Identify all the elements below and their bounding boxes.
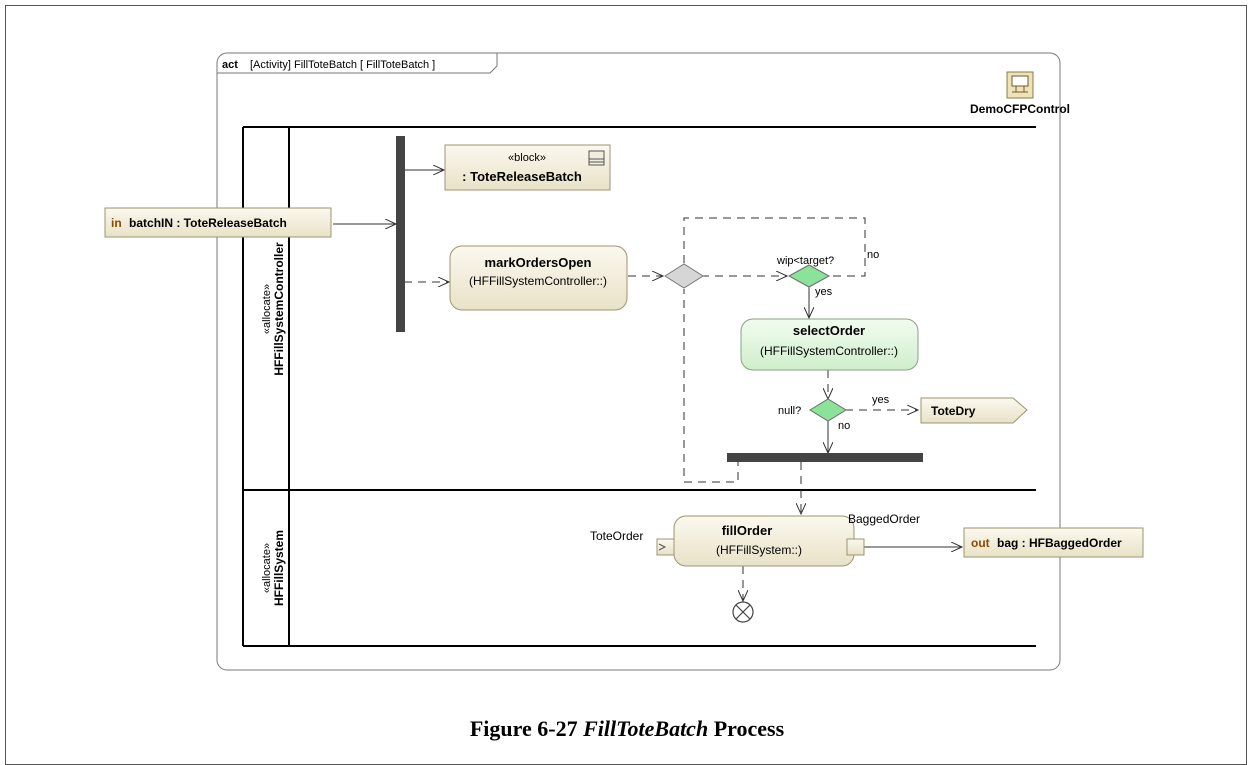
figure: act [Activity] FillToteBatch [ FillToteB… bbox=[0, 5, 1254, 765]
wip-decision-node[interactable] bbox=[787, 264, 831, 288]
mark-orders-open-owner: (HFFillSystemController::) bbox=[469, 274, 607, 288]
tote-order-pin[interactable] bbox=[656, 538, 675, 556]
tote-release-batch-node[interactable]: «block» : ToteReleaseBatch bbox=[444, 144, 611, 191]
diagram-frame: act [Activity] FillToteBatch [ FillToteB… bbox=[216, 52, 1061, 671]
select-order-name: selectOrder bbox=[793, 323, 865, 338]
mark-orders-open-action[interactable]: markOrdersOpen (HFFillSystemController::… bbox=[449, 245, 628, 311]
yes-guard-2: yes bbox=[872, 394, 890, 406]
block-compartment-icon bbox=[588, 150, 605, 166]
input-pin-batch-in[interactable]: in batchIN : ToteReleaseBatch bbox=[104, 207, 332, 238]
caption-italic: FillToteBatch bbox=[583, 716, 709, 741]
yes-guard-1: yes bbox=[815, 286, 833, 298]
partition-1-name: HFFillSystemController bbox=[272, 242, 286, 376]
join-bar bbox=[727, 453, 923, 462]
flow-final-node[interactable] bbox=[732, 601, 754, 623]
partition-2-stereotype: «allocate» bbox=[261, 543, 273, 593]
partition-2-name: HFFillSystem bbox=[272, 530, 286, 606]
fill-order-action[interactable]: fillOrder (HFFillSystem::) bbox=[673, 515, 855, 567]
tote-dry-signal[interactable]: ToteDry bbox=[920, 397, 1028, 424]
null-guard: null? bbox=[778, 405, 801, 417]
no-guard-2: no bbox=[838, 420, 850, 432]
tote-dry-label: ToteDry bbox=[931, 404, 976, 418]
fill-order-owner: (HFFillSystem::) bbox=[716, 543, 802, 557]
bag-out-label: bag : HFBaggedOrder bbox=[997, 536, 1122, 550]
caption-prefix: Figure 6-27 bbox=[469, 716, 584, 741]
in-keyword: in bbox=[111, 216, 122, 230]
block-name: : ToteReleaseBatch bbox=[462, 169, 582, 184]
svg-text:in batchIN : ToteRelea: in batchIN : ToteReleaseBatch bbox=[111, 216, 287, 230]
frame-keyword: act bbox=[222, 59, 238, 71]
fork-bar bbox=[396, 136, 405, 332]
block-stereotype: «block» bbox=[508, 152, 546, 164]
context-label: DemoCFPControl bbox=[970, 102, 1070, 116]
partition-1-stereotype: «allocate» bbox=[261, 284, 273, 334]
select-order-owner: (HFFillSystemController::) bbox=[760, 344, 898, 358]
null-decision-node[interactable] bbox=[809, 398, 847, 422]
batch-in-label: batchIN : ToteReleaseBatch bbox=[129, 216, 287, 230]
no-guard-1: no bbox=[867, 249, 879, 261]
select-order-action[interactable]: selectOrder (HFFillSystemController::) bbox=[740, 318, 919, 371]
svg-text:out bag : HFBaggedOrde: out bag : HFBaggedOrder bbox=[971, 536, 1122, 550]
caption-suffix: Process bbox=[708, 716, 785, 741]
swimlanes: «allocate» HFFillSystemController «alloc… bbox=[242, 126, 1036, 647]
fill-order-name: fillOrder bbox=[722, 523, 773, 538]
tote-order-label: ToteOrder bbox=[590, 529, 643, 543]
bagged-order-pin[interactable] bbox=[846, 538, 865, 556]
out-keyword: out bbox=[971, 536, 990, 550]
edges bbox=[333, 170, 962, 601]
figure-caption: Figure 6-27 FillToteBatch Process bbox=[0, 716, 1254, 742]
output-pin-bag[interactable]: out bag : HFBaggedOrder bbox=[963, 527, 1144, 558]
bagged-order-label: BaggedOrder bbox=[848, 512, 920, 526]
block-icon bbox=[1006, 71, 1034, 99]
mark-orders-open-name: markOrdersOpen bbox=[485, 255, 592, 270]
merge-node[interactable] bbox=[664, 263, 704, 289]
activity-diagram: act [Activity] FillToteBatch [ FillToteB… bbox=[104, 52, 1144, 671]
wip-target-guard: wip<target? bbox=[776, 255, 834, 267]
frame-title: [Activity] FillToteBatch [ FillToteBatch… bbox=[250, 59, 435, 71]
